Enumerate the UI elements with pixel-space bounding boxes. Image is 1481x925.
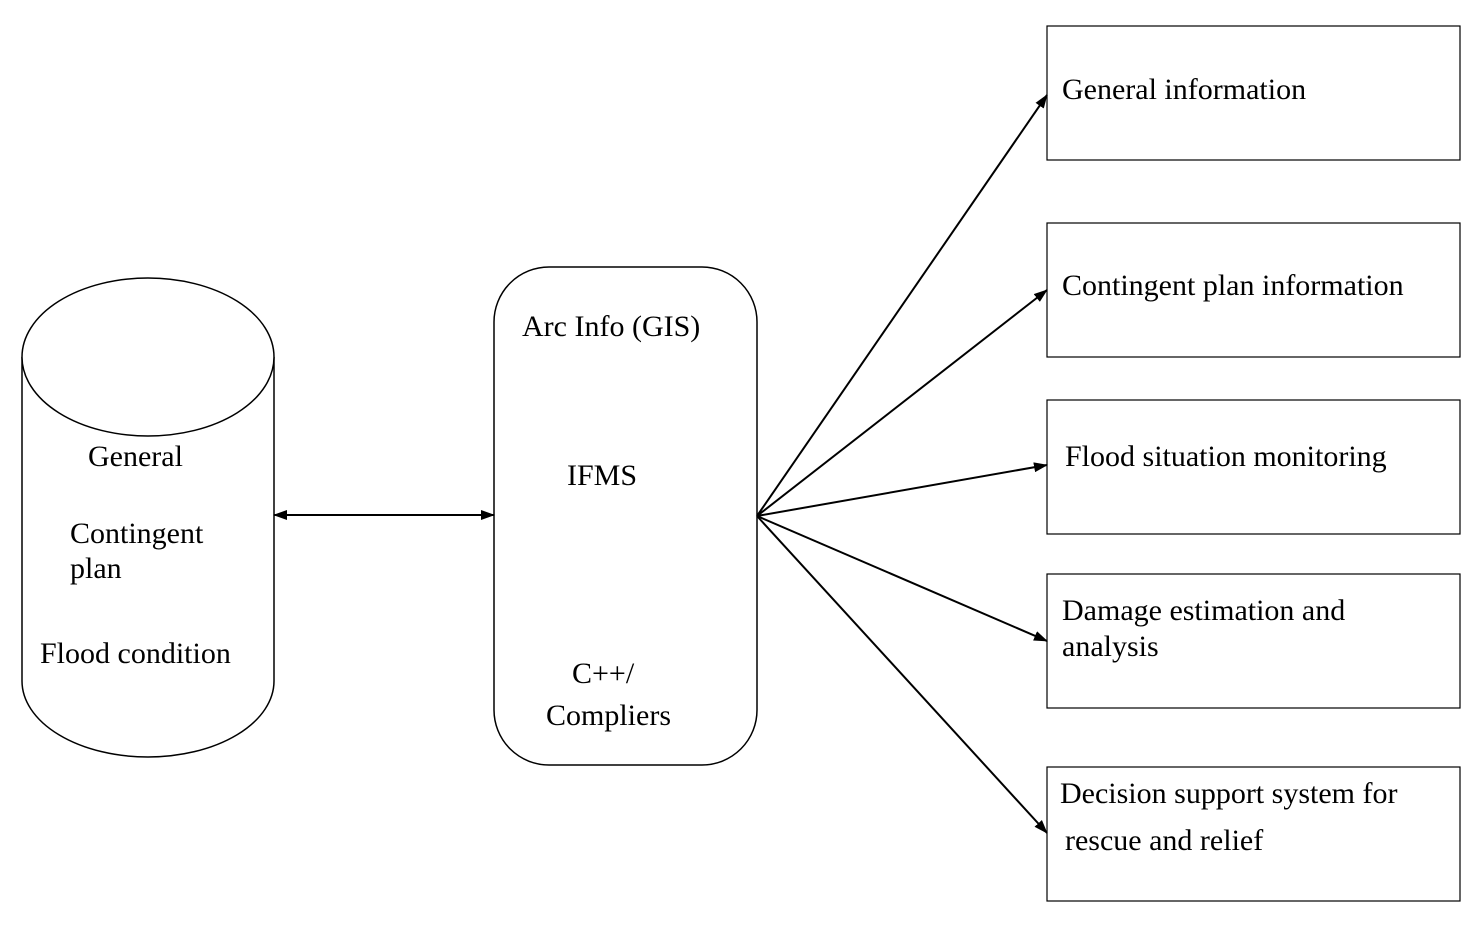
cylinder-top [21,277,275,437]
db-label-plan: plan [70,552,122,585]
db-label-general: General [88,440,183,473]
arrow-to-decision-support [756,515,1048,834]
database-cylinder [21,277,275,758]
output-label-decision-support-line2: rescue and relief [1065,824,1264,857]
output-label-contingent-plan-information: Contingent plan information [1062,269,1404,302]
arrow-to-damage-estimation [756,515,1048,642]
output-label-general-information: General information [1062,73,1307,106]
output-box-damage-estimation [1046,573,1461,709]
arrow-to-general-information [756,94,1048,517]
ifms-label-cpp: C++/ [572,657,635,690]
output-box-flood-situation-monitoring [1046,399,1461,535]
output-label-flood-situation-monitoring: Flood situation monitoring [1065,440,1387,473]
db-label-flood-condition: Flood condition [40,637,231,670]
ifms-label-arc-info: Arc Info (GIS) [522,310,701,343]
arrow-to-flood-situation-monitoring [756,462,1048,517]
output-label-decision-support-line1: Decision support system for [1060,777,1398,810]
db-label-contingent: Contingent [70,517,204,550]
arrow-to-contingent-plan-information [756,289,1048,517]
ifms-label-center: IFMS [567,459,638,492]
output-box-decision-support [1046,766,1461,902]
cylinder-body [21,357,275,758]
output-label-damage-estimation-line1: Damage estimation and [1062,594,1346,627]
output-label-damage-estimation-line2: analysis [1062,630,1159,663]
ifms-label-compliers: Compliers [546,699,671,732]
output-box-general-information [1046,25,1461,161]
output-box-contingent-plan-information [1046,222,1461,358]
